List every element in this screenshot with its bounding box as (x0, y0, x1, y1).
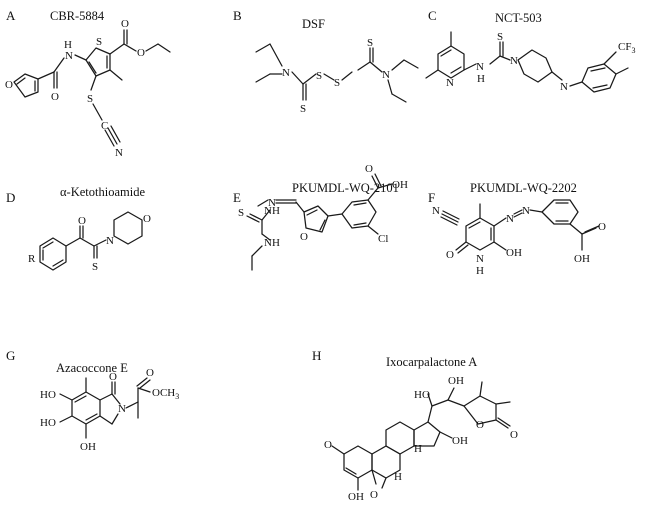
atom-label: R (28, 253, 36, 265)
atom-label: H (272, 205, 280, 217)
structure-g: HO HO OH O N O OCH3 (40, 367, 179, 453)
atom-label: O (5, 79, 13, 91)
structure-e: N N H S NH O OH O Cl (238, 163, 408, 271)
atom-label: N (115, 147, 123, 159)
panel-a: A CBR-5884 (5, 8, 171, 159)
structure-b: N S S S S N (255, 37, 419, 115)
atom-label: O (370, 489, 378, 501)
atom-label: O (324, 439, 332, 451)
atom-label: HO (40, 417, 56, 429)
atom-label: Cl (378, 233, 388, 245)
compound-name-f: PKUMDL-WQ-2202 (470, 181, 577, 195)
atom-label: O (446, 249, 454, 261)
panel-letter-c: C (428, 8, 437, 23)
atom-label: N (106, 235, 114, 247)
atom-label: H (476, 265, 484, 277)
compound-name-a: CBR-5884 (50, 9, 105, 23)
structure-h: O HO OH O O OH H H O OH (324, 375, 518, 503)
panel-f: F PKUMDL-WQ-2202 (428, 181, 606, 277)
structure-a: O O H N S O O S C N (5, 18, 171, 159)
panel-letter-g: G (6, 348, 15, 363)
structure-f: N N N O N H OH O OH (432, 199, 606, 277)
panel-d: D α-Ketothioamide R O N S O (6, 185, 151, 273)
atom-label: S (497, 31, 503, 43)
atom-label: O (146, 367, 154, 379)
atom-label: N (382, 69, 390, 81)
atom-label: S (92, 261, 98, 273)
atom-label: N (268, 197, 276, 209)
atom-label: S (316, 70, 322, 82)
atom-label: OH (348, 491, 364, 503)
panel-h: H Ixocarpalactone A (312, 348, 518, 503)
atom-label: N (476, 61, 484, 73)
structure-c: N N H S N N CF3 (425, 31, 635, 93)
atom-label: S (367, 37, 373, 49)
atom-label: C (101, 120, 108, 132)
atom-label: OH (80, 441, 96, 453)
atom-label: OH (574, 253, 590, 265)
atom-label: H (477, 73, 485, 85)
atom-label: S (96, 36, 102, 48)
atom-label: O (598, 221, 606, 233)
atom-label: O (78, 215, 86, 227)
compound-name-b: DSF (302, 17, 325, 31)
atom-label: S (238, 207, 244, 219)
atom-label: S (87, 93, 93, 105)
atom-label: N (432, 205, 440, 217)
atom-label: N (476, 253, 484, 265)
atom-label: N (522, 205, 530, 217)
atom-label: N (510, 55, 518, 67)
atom-label: O (109, 371, 117, 383)
panel-letter-f: F (428, 190, 435, 205)
atom-label: N (65, 50, 73, 62)
atom-label: S (300, 103, 306, 115)
compound-name-h: Ixocarpalactone A (386, 355, 477, 369)
compound-name-e: PKUMDL-WQ-2101 (292, 181, 399, 195)
atom-label: OH (452, 435, 468, 447)
panel-letter-d: D (6, 190, 15, 205)
atom-label: O (143, 213, 151, 225)
atom-label: N (446, 77, 454, 89)
atom-label: OH (506, 247, 522, 259)
atom-label: HO (40, 389, 56, 401)
atom-label: H (414, 443, 422, 455)
panel-c: C NCT-503 N N (425, 8, 635, 93)
compound-name-d: α-Ketothioamide (60, 185, 145, 199)
atom-label: O (51, 91, 59, 103)
atom-label: S (334, 77, 340, 89)
compound-name-c: NCT-503 (495, 11, 542, 25)
panel-g: G Azacoccone E HO HO (6, 348, 179, 453)
atom-och3: OCH3 (152, 387, 179, 401)
atom-label: HO (414, 389, 430, 401)
atom-label: O (476, 419, 484, 431)
atom-label: N (506, 213, 514, 225)
atom-label: H (394, 471, 402, 483)
compound-name-g: Azacoccone E (56, 361, 128, 375)
atom-label: N (560, 81, 568, 93)
atom-label: H (64, 39, 72, 51)
atom-label: O (137, 47, 145, 59)
atom-label: OH (448, 375, 464, 387)
panel-e: E PKUMDL-WQ-2101 (233, 163, 408, 271)
panel-letter-h: H (312, 348, 321, 363)
panel-letter-a: A (6, 8, 16, 23)
atom-label: O (365, 163, 373, 175)
panel-letter-b: B (233, 8, 242, 23)
panel-b: B DSF N S S S S N (233, 8, 419, 115)
panel-letter-e: E (233, 190, 241, 205)
structure-d: R O N S O (28, 211, 151, 273)
atom-label: O (300, 231, 308, 243)
atom-label: OH (392, 179, 408, 191)
atom-label: NH (264, 237, 280, 249)
atom-label: N (282, 67, 290, 79)
atom-label: N (118, 403, 126, 415)
atom-cf3: CF3 (618, 41, 635, 55)
atom-label: N (264, 205, 272, 217)
atom-label: O (510, 429, 518, 441)
atom-label: O (121, 18, 129, 30)
